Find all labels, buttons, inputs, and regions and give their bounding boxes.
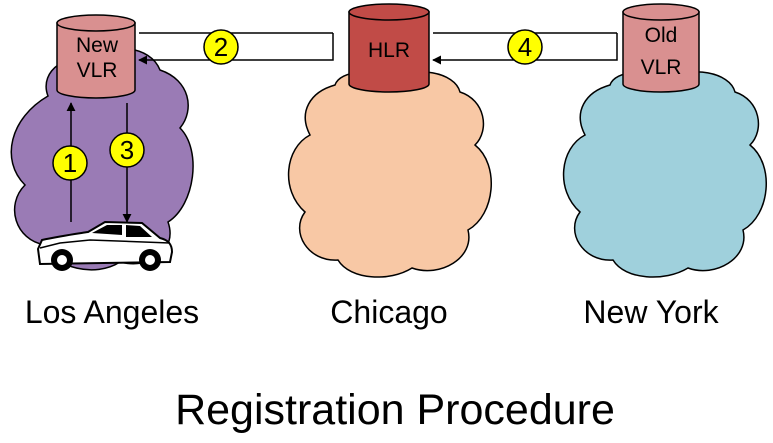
city-label-los-angeles: Los Angeles xyxy=(25,294,199,330)
step-badge-2: 2 xyxy=(203,29,239,65)
hlr-label: HLR xyxy=(368,39,410,62)
city-label-chicago: Chicago xyxy=(330,294,447,330)
car-icon xyxy=(36,220,174,271)
step-badge-3: 3 xyxy=(109,132,145,168)
new-vlr-label-line1: New xyxy=(76,34,119,57)
cloud-chicago xyxy=(287,71,492,278)
old-vlr-database: Old VLR xyxy=(622,3,700,93)
step-1-number: 1 xyxy=(63,148,77,178)
step-2-number: 2 xyxy=(214,32,228,62)
arrow-step-2 xyxy=(138,32,334,65)
cloud-new-york xyxy=(562,71,767,278)
hlr-database: HLR xyxy=(348,3,430,93)
step-3-number: 3 xyxy=(120,135,134,165)
step-4-number: 4 xyxy=(518,32,532,62)
city-label-new-york: New York xyxy=(583,294,719,330)
new-vlr-label-line2: VLR xyxy=(77,59,118,82)
step-badge-4: 4 xyxy=(507,29,543,65)
old-vlr-label-line2: VLR xyxy=(641,56,682,79)
diagram-title: Registration Procedure xyxy=(175,386,615,434)
new-vlr-database: New VLR xyxy=(56,14,136,99)
step-badge-1: 1 xyxy=(52,145,88,181)
old-vlr-label-line1: Old xyxy=(645,24,678,47)
